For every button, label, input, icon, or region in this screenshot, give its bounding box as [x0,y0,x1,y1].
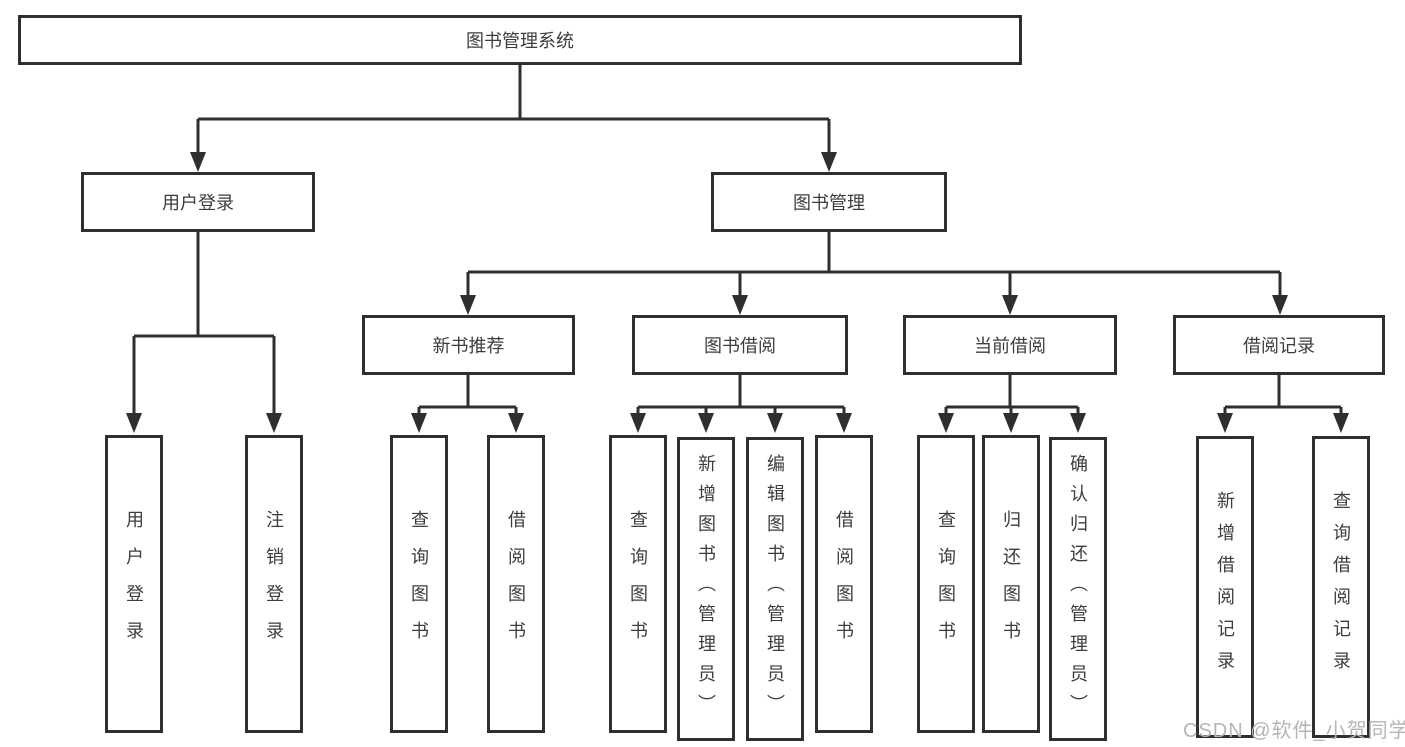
leaf-add-borrow-record: 新增借阅记录 [1196,436,1254,738]
leaf-query-book-rec: 查询图书 [390,435,448,733]
connector-book-borrow [636,375,846,415]
connector-user-login [132,232,276,415]
leaf-edit-book-admin: 编辑图书（管理员） [746,437,804,741]
leaf-query-borrow-record: 查询借阅记录 [1312,436,1370,738]
node-root-system: 图书管理系统 [18,15,1022,65]
node-new-book-rec: 新书推荐 [362,315,575,375]
leaf-user-login: 用户登录 [105,435,163,733]
leaf-add-book-admin: 新增图书（管理员） [677,437,735,741]
leaf-confirm-return-admin: 确认归还（管理员） [1049,437,1107,741]
connector-current-borrow [944,375,1080,415]
connector-book-manage [466,232,1282,297]
node-book-borrow: 图书借阅 [632,315,848,375]
leaf-logout: 注销登录 [245,435,303,733]
leaf-borrow-book: 借阅图书 [815,435,873,733]
arrowheads [126,152,1349,433]
leaf-borrow-book-rec: 借阅图书 [487,435,545,733]
leaf-return-book: 归还图书 [982,435,1040,733]
node-book-manage: 图书管理 [711,172,947,232]
connector-new-book-rec [417,375,518,415]
connector-root [196,65,831,154]
leaf-query-book-current: 查询图书 [917,435,975,733]
leaf-query-book-borrow: 查询图书 [609,435,667,733]
node-user-login: 用户登录 [81,172,315,232]
node-current-borrow: 当前借阅 [903,315,1117,375]
node-borrow-records: 借阅记录 [1173,315,1385,375]
connector-borrow-records [1223,375,1343,415]
csdn-watermark: CSDN @软件_小贺同学 [1183,720,1405,742]
